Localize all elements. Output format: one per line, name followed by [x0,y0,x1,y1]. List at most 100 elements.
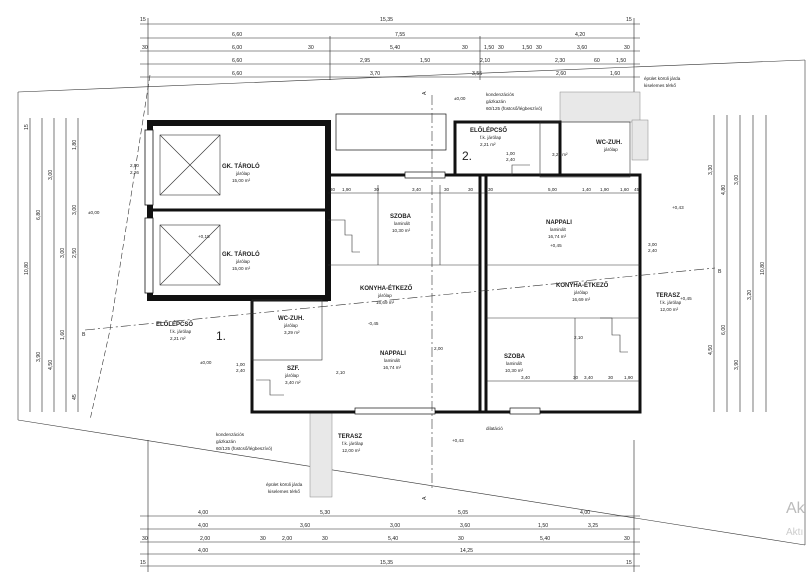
room-area: 2,21 m² [480,142,496,147]
room-labels: GK. TÁROLÓ járólap 15,00 m² GK. TÁROLÓ j… [156,126,682,453]
note-line: kondenzációs [216,432,245,437]
room-area: 16,69 m² [572,297,591,302]
dim-right: 4,50 [708,345,714,355]
dim-left: 1,80 [72,140,78,150]
note-line: kiselemes térkő [268,489,300,494]
dim-top-r1: 7,55 [395,32,405,38]
dim-top-edge-right: 15 [626,17,632,23]
room-stair-left: SZF. járólap 3,40 m² [284,366,301,385]
dim-top-r2: 30 [462,45,468,51]
room-bedroom-right: SZOBA laminált 10,30 m² [504,354,526,373]
room-name: GK. TÁROLÓ [222,250,260,258]
note-line: kiselemes térkő [644,83,676,88]
dim-top-r3: 2,10 [480,58,490,64]
door-label: 2,26 [130,170,139,175]
note-walkway-top: épület körüli járda kiselemes térkő [644,76,681,88]
dim-top-r1: 6,60 [232,32,242,38]
room-name: SZF. [287,366,300,372]
dim-top-r4: 3,70 [370,71,380,77]
dim-top-r4: 6,60 [232,71,242,77]
room-floor: f.k. járólap [170,329,192,334]
dim-left: 10,80 [24,262,30,275]
dim-bottom-r3: 30 [624,536,630,542]
dim-bottom-r1: 5,30 [320,510,330,516]
dim-left: 45 [72,394,78,400]
inner-dim: 3,40 [521,375,530,380]
inner-dim: 30 [573,375,579,380]
room-area: 16,74 m² [383,365,402,370]
room-floor: járólap [603,147,618,152]
room-name: NAPPALI [380,351,406,357]
dim-top-r1: 4,20 [575,32,585,38]
dim-right: 4,80 [721,185,727,195]
inner-dim: 3,40 [584,375,593,380]
dim-right: 3,90 [734,360,740,370]
walkway-hatch [309,91,649,498]
dim-top-total: 15,35 [380,17,393,23]
door-label: 1,00 [236,362,245,367]
dim-top-r2: 1,50 [522,45,532,51]
room-floor: járólap [235,171,250,176]
dim-bottom-r3: 30 [260,536,266,542]
room-living-right: NAPPALI laminált 16,74 m² [546,220,572,239]
level-mark: +0,45 [550,243,562,248]
dim-bottom-r2: 3,60 [300,523,310,529]
dim-top-r3: 2,30 [555,58,565,64]
room-floor: laminált [394,221,411,226]
room-floor: járólap [235,259,250,264]
dim-right: 3,20 [747,290,753,300]
room-area: 10,30 m² [505,368,524,373]
note-walkway-bottom: épület körüli járda kiselemes térkő [266,482,303,494]
room-name: NAPPALI [546,220,572,226]
level-mark: +0,43 [452,438,464,443]
level-mark: +0,45 [680,296,692,301]
dim-bottom-r1: 4,00 [580,510,590,516]
dim-top-r3: 6,60 [232,58,242,64]
dim-bottom-r2: 3,00 [390,523,400,529]
inner-dimension-chain: 30 1,90 30 3,40 30 5,00 30 30 1,90 1,40 … [328,187,640,382]
room-wc-right: WC-ZUH. járólap 3,29 m² [552,140,622,157]
watermark-line-1: Ak [786,500,806,517]
dim-bottom-r2: 3,25 [588,523,598,529]
dim-left: 3,90 [36,352,42,362]
dim-right: 3,30 [708,165,714,175]
dim-bottom-r3: 5,40 [540,536,550,542]
room-name: WC-ZUH. [278,316,304,322]
room-area: 12,00 m² [660,307,679,312]
door-label: 2,40 [236,368,245,373]
room-area: 16,69 m² [376,300,395,305]
dim-bottom-r3: 2,00 [282,536,292,542]
inner-dim: 30 [488,187,494,192]
dim-bottom-r3: 30 [142,536,148,542]
door-label: 2,40 [648,248,657,253]
note-line: 60/125 (füstcső/légbeszívó) [216,446,273,451]
dim-left: 6,80 [36,210,42,220]
level-mark: ±0,00 [88,210,100,215]
room-floor: laminált [550,227,567,232]
inner-dim: 3,40 [412,187,421,192]
dim-bottom-r3: 30 [458,536,464,542]
left-dimension-chain: 6,80 3,00 1,80 3,00 15 3,00 2,50 10,80 3… [24,118,79,412]
door-label: 1,00 [506,151,515,156]
inner-dim: 1,90 [600,187,609,192]
room-area: 15,00 m² [232,178,251,183]
dim-bottom-edge-left: 15 [140,560,146,566]
room-floor: járólap [284,373,299,378]
door-label: 2,50 [130,163,139,168]
dim-top-r4: 3,55 [472,71,482,77]
dim-bottom-total: 15,35 [380,560,393,566]
room-bedroom-left: SZOBA laminált 10,30 m² [390,214,412,233]
inner-dim: 1,60 [620,187,629,192]
note-line: épület körüli járda [644,76,681,81]
room-area: 10,30 m² [392,228,411,233]
room-living-left: NAPPALI laminált 16,74 m² [380,351,406,370]
room-floor: f.k. járólap [342,441,364,446]
room-area: 15,00 m² [232,266,251,271]
dim-bottom-r2: 1,50 [538,523,548,529]
room-name: ELŐLÉPCSŐ [156,320,193,328]
room-area: 12,00 m² [342,448,361,453]
room-garage-2: GK. TÁROLÓ járólap 15,00 m² [222,250,260,271]
room-terrace-right: TERASZ f.k. járólap 12,00 m² [656,293,682,312]
